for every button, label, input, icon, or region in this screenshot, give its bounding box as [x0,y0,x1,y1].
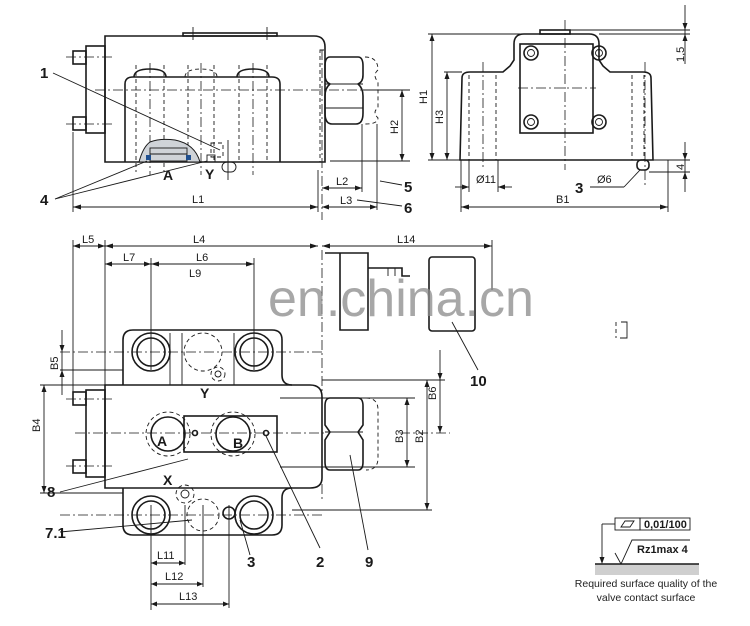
dim-b4: B4 [31,419,43,432]
dim-l4: L4 [193,234,205,246]
dim-1-5: 1,5 [675,47,687,62]
dim-l6: L6 [196,252,208,264]
port-y-label: Y [205,166,215,182]
surface-quality-note: 0,01/100 Rz1max 4 Required surface quali… [575,517,718,604]
dim-b1: B1 [556,194,569,206]
dim-l9: L9 [189,268,201,280]
flatness-tolerance: 0,01/100 [644,519,687,531]
detail-fragment [615,321,628,339]
dim-l3: L3 [340,195,352,207]
port-a-plan: A [157,433,167,449]
surface-caption-1: Required surface quality of the [575,578,718,590]
surface-caption-2: valve contact surface [597,592,696,604]
dim-b6: B6 [427,387,439,400]
dim-h3: H3 [434,110,446,124]
dim-l5: L5 [82,234,94,246]
front-view: H1 H3 1,5 4 Ø11 Ø6 3 B1 [418,5,690,212]
callout-9: 9 [365,554,373,571]
callout-3-plan: 3 [247,554,255,571]
dim-l13: L13 [179,591,197,603]
port-y-plan: Y [200,385,210,401]
watermark: en.china.cn [268,270,534,328]
dim-4: 4 [675,164,687,170]
dim-b3: B3 [394,430,406,443]
dim-l14: L14 [397,234,415,246]
callout-3-top: 3 [575,180,583,197]
callout-4: 4 [40,192,49,209]
port-a-label: A [163,167,173,183]
dim-h2: H2 [389,120,401,134]
callout-10: 10 [470,373,487,390]
dim-l7: L7 [123,252,135,264]
side-view: L1 L2 L3 H2 1 4 5 6 A Y [40,27,412,220]
dim-b2: B2 [414,430,426,443]
bolt-holes [523,45,607,130]
dim-d11: Ø11 [476,174,496,186]
callout-8: 8 [47,484,55,501]
dim-l1: L1 [192,194,204,206]
callout-6: 6 [404,200,412,217]
callout-1: 1 [40,65,48,82]
callout-2: 2 [316,554,324,571]
dim-b5: B5 [49,357,61,370]
callout-7-1: 7.1 [45,525,66,542]
dim-h1: H1 [418,90,430,104]
dim-l2: L2 [336,176,348,188]
callout-5: 5 [404,179,412,196]
dim-l11: L11 [157,550,175,562]
plan-view: L5 L4 L7 L6 L9 L14 [31,234,493,610]
port-x-plan: X [163,472,173,488]
dim-d6: Ø6 [597,174,612,186]
roughness-spec: Rz1max 4 [637,544,689,556]
dim-l12: L12 [165,571,183,583]
port-b-plan: B [233,435,243,451]
